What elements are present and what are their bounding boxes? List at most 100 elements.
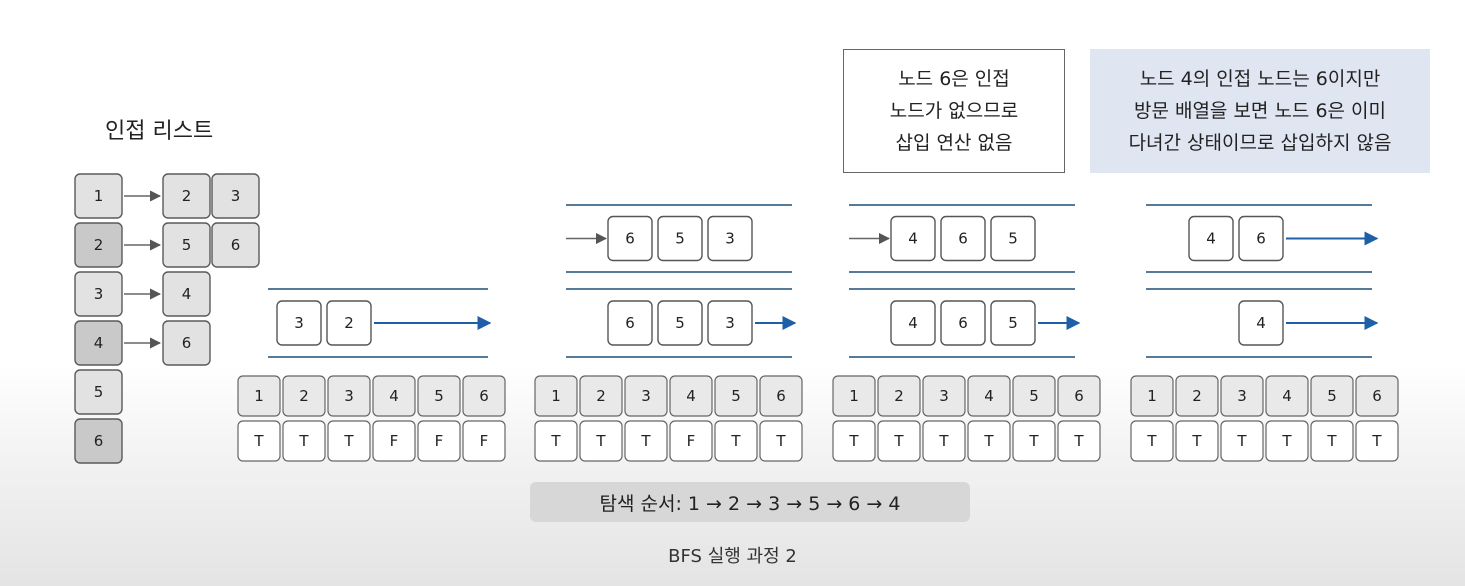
note-node6-line: 노드 6은 인접 bbox=[898, 68, 1010, 90]
visited-value-cell bbox=[327, 420, 371, 462]
queue-item bbox=[657, 215, 703, 262]
visited-value-label: T bbox=[893, 432, 904, 450]
visited-value-cell bbox=[967, 420, 1011, 462]
visited-index-cell bbox=[579, 375, 623, 417]
visited-value-label: T bbox=[595, 432, 606, 450]
visited-index-cell bbox=[372, 375, 416, 417]
visited-index-cell bbox=[462, 375, 506, 417]
visited-value-cell bbox=[1057, 420, 1101, 462]
visited-value-label: T bbox=[775, 432, 786, 450]
queue-item-label: 5 bbox=[675, 230, 685, 248]
visited-value-cell bbox=[534, 420, 578, 462]
visited-value-cell bbox=[372, 420, 416, 462]
visited-index-cell bbox=[417, 375, 461, 417]
queue-item bbox=[707, 215, 753, 262]
visited-value-cell bbox=[579, 420, 623, 462]
queue: 4 bbox=[1146, 288, 1379, 358]
adjacency-neighbor-label: 4 bbox=[182, 285, 192, 303]
visited-index-label: 2 bbox=[299, 387, 309, 405]
visited-index-label: 4 bbox=[984, 387, 994, 405]
queue-item-label: 5 bbox=[1008, 230, 1018, 248]
visited-value-label: T bbox=[1028, 432, 1039, 450]
queue: 6 5 3 bbox=[566, 288, 797, 358]
visited-index-label: 4 bbox=[686, 387, 696, 405]
queue-item bbox=[1188, 215, 1234, 262]
note-node4-line: 노드 4의 인접 노드는 6이지만 bbox=[1139, 68, 1381, 90]
queue-item bbox=[940, 300, 986, 346]
queue-item-label: 6 bbox=[958, 230, 968, 248]
visited-index-label: 5 bbox=[434, 387, 444, 405]
adjacency-node-label: 2 bbox=[94, 236, 104, 254]
queue-item-label: 4 bbox=[908, 314, 918, 332]
adjacency-node bbox=[74, 320, 123, 366]
queue-item bbox=[657, 300, 703, 346]
visited-index-label: 5 bbox=[731, 387, 741, 405]
queue-item bbox=[890, 215, 936, 262]
visited-index-label: 1 bbox=[254, 387, 264, 405]
queue-item-label: 6 bbox=[625, 314, 635, 332]
visited-value-label: T bbox=[1146, 432, 1157, 450]
queue: 4 6 5 bbox=[849, 204, 1075, 273]
adjacency-node-label: 1 bbox=[94, 187, 104, 205]
visited-index-label: 1 bbox=[1147, 387, 1157, 405]
queue-item bbox=[890, 300, 936, 346]
queue-item bbox=[607, 300, 653, 346]
visited-value-label: T bbox=[1191, 432, 1202, 450]
visited-index-cell bbox=[1130, 375, 1174, 417]
visited-index-label: 6 bbox=[1074, 387, 1084, 405]
visited-index-label: 1 bbox=[551, 387, 561, 405]
adjacency-neighbor-label: 6 bbox=[182, 334, 192, 352]
queue-item-label: 2 bbox=[344, 314, 354, 332]
visited-index-cell bbox=[1057, 375, 1101, 417]
note-node6-line: 노드가 없으므로 bbox=[889, 100, 1019, 122]
visited-value-cell bbox=[877, 420, 921, 462]
visited-value-cell bbox=[1220, 420, 1264, 462]
visited-value-label: F bbox=[687, 432, 696, 450]
queue-item-label: 3 bbox=[294, 314, 304, 332]
queue-item-label: 6 bbox=[1256, 230, 1266, 248]
queue-item-label: 3 bbox=[725, 314, 735, 332]
visited-value-label: T bbox=[983, 432, 994, 450]
note-node4-line: 방문 배열을 보면 노드 6은 이미 bbox=[1133, 100, 1387, 122]
visited-value-label: T bbox=[1236, 432, 1247, 450]
queue-item bbox=[607, 215, 653, 262]
visited-value-label: F bbox=[435, 432, 444, 450]
adjacency-node-label: 3 bbox=[94, 285, 104, 303]
queue-item bbox=[707, 300, 753, 346]
queue-item bbox=[276, 300, 322, 346]
visited-value-cell bbox=[1012, 420, 1056, 462]
visited-index-cell bbox=[1175, 375, 1219, 417]
visited-value-cell bbox=[1175, 420, 1219, 462]
visited-value-label: T bbox=[640, 432, 651, 450]
visited-index-label: 6 bbox=[776, 387, 786, 405]
visited-index-cell bbox=[282, 375, 326, 417]
adjacency-node-label: 6 bbox=[94, 432, 104, 450]
adjacency-neighbor bbox=[162, 320, 211, 366]
queue-item-label: 5 bbox=[1008, 314, 1018, 332]
visited-index-label: 5 bbox=[1029, 387, 1039, 405]
visited-value-cell bbox=[1310, 420, 1354, 462]
queue-item-label: 4 bbox=[1206, 230, 1216, 248]
note-node4-already-visited: 노드 4의 인접 노드는 6이지만 방문 배열을 보면 노드 6은 이미 다녀간… bbox=[1090, 49, 1430, 173]
note-node4-line: 다녀간 상태이므로 삽입하지 않음 bbox=[1128, 132, 1392, 154]
visited-value-cell bbox=[1130, 420, 1174, 462]
visited-index-cell bbox=[922, 375, 966, 417]
visited-value-label: T bbox=[298, 432, 309, 450]
visited-index-cell bbox=[1265, 375, 1309, 417]
visited-index-label: 4 bbox=[389, 387, 399, 405]
adjacency-neighbor-label: 6 bbox=[231, 236, 241, 254]
adjacency-node bbox=[74, 173, 123, 219]
visited-index-label: 3 bbox=[939, 387, 949, 405]
queue-item-label: 5 bbox=[675, 314, 685, 332]
queue-item-label: 4 bbox=[908, 230, 918, 248]
